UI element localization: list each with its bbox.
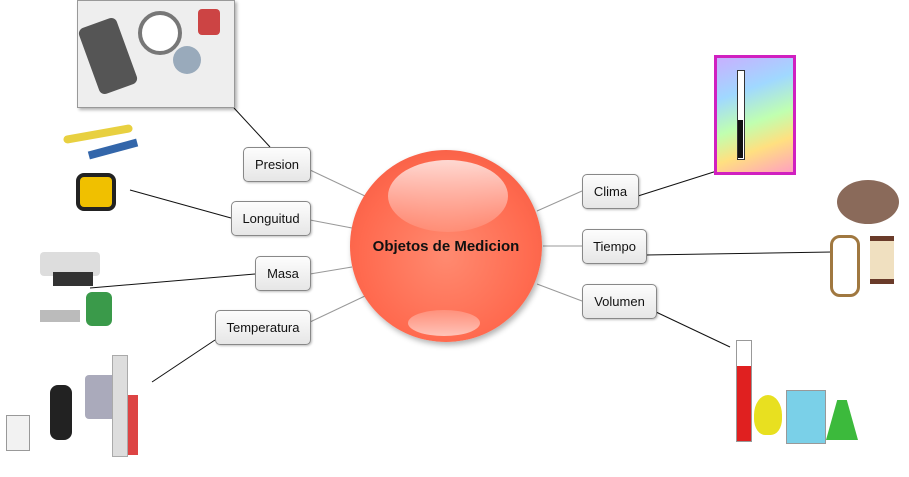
central-topic[interactable]: Objetos de Medicion — [350, 150, 542, 342]
node-tiempo[interactable]: Tiempo — [582, 229, 647, 264]
pressure-gauges-image — [77, 0, 235, 108]
tape-measure-image — [58, 123, 139, 215]
lab-glassware-image — [720, 340, 860, 445]
node-temperatura[interactable]: Temperatura — [215, 310, 311, 345]
sundial-hourglass-image — [825, 180, 905, 300]
gloss-highlight — [388, 160, 508, 232]
node-label: Presion — [254, 157, 300, 172]
node-presion[interactable]: Presion — [243, 147, 311, 182]
node-volumen[interactable]: Volumen — [582, 284, 657, 319]
node-label: Clima — [593, 184, 628, 199]
thermometers-image — [0, 355, 150, 470]
node-longuitud[interactable]: Longuitud — [231, 201, 311, 236]
gloss-highlight-bottom — [408, 310, 480, 336]
node-label: Temperatura — [226, 320, 300, 335]
node-label: Masa — [267, 266, 299, 281]
node-label: Volumen — [594, 294, 645, 309]
central-topic-label: Objetos de Medicion — [372, 237, 520, 255]
node-clima[interactable]: Clima — [582, 174, 639, 209]
scales-image — [38, 250, 118, 332]
node-label: Tiempo — [593, 239, 636, 254]
node-label: Longuitud — [242, 211, 300, 226]
node-masa[interactable]: Masa — [255, 256, 311, 291]
thermometer-chart-image — [714, 55, 796, 175]
